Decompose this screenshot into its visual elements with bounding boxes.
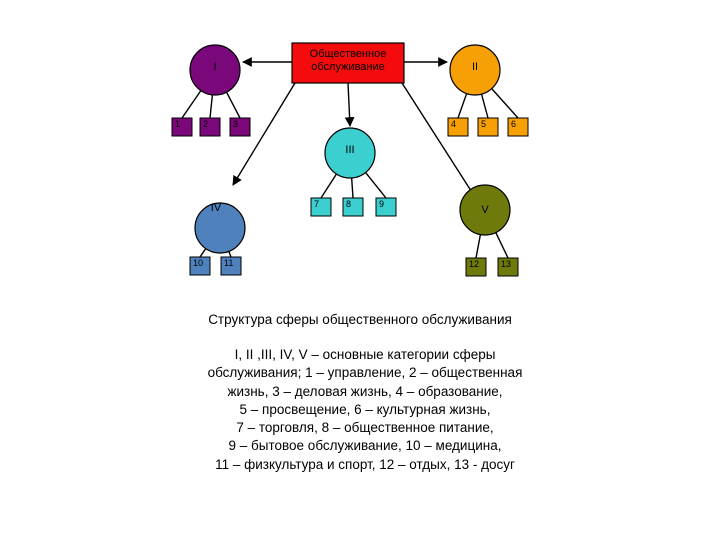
connector-III-7 — [320, 173, 338, 199]
leaf-label-12: 12 — [469, 259, 479, 269]
caption-title: Структура сферы общественного обслуживан… — [208, 312, 512, 327]
category-label-IV: IV — [211, 202, 222, 214]
connector-III-9 — [365, 172, 387, 199]
legend-line: 11 – физкультура и спорт, 12 – отдых, 13… — [215, 456, 515, 472]
leaf-node-10 — [189, 256, 211, 276]
connector-V-12 — [475, 234, 482, 259]
connector-I-1 — [181, 90, 202, 119]
leaf-node-7 — [310, 197, 332, 217]
category-node-IV — [194, 202, 246, 254]
leaf-node-8 — [342, 197, 364, 217]
leaf-node-12 — [465, 257, 487, 277]
category-node-V — [459, 184, 511, 236]
leaf-node-5 — [477, 117, 499, 137]
arrow-root-to-IV — [232, 82, 296, 186]
arrow-root-to-V — [401, 82, 476, 198]
legend-line: жизнь, 3 – деловая жизнь, 4 – образовани… — [227, 383, 503, 399]
category-node-III — [324, 127, 376, 179]
leaf-label-8: 8 — [346, 199, 351, 209]
legend-line: I, II ,III, IV, V – основные категории с… — [234, 347, 496, 362]
leaf-node-6 — [507, 117, 529, 137]
root-node-label-line2: обслуживание — [311, 61, 385, 73]
leaf-label-9: 9 — [379, 199, 384, 209]
legend-line: 7 – торговля, 8 – общественное питание, — [236, 420, 494, 436]
leaf-node-13 — [497, 257, 519, 277]
connector-II-5 — [480, 93, 489, 119]
category-label-III: III — [345, 144, 354, 156]
connector-I-3 — [225, 91, 241, 119]
connector-III-8 — [350, 177, 354, 199]
category-label-V: V — [481, 204, 489, 216]
leaf-label-11: 11 — [224, 258, 233, 268]
leaf-label-2: 2 — [203, 119, 208, 129]
legend-text: I, II ,III, IV, V – основные категории с… — [150, 346, 580, 474]
legend-line: обслуживания; 1 – управление, 2 – общест… — [207, 365, 523, 381]
leaf-node-9 — [375, 197, 397, 217]
leaf-label-4: 4 — [451, 119, 456, 129]
leaf-node-11 — [220, 256, 242, 276]
connector-I-2 — [209, 94, 214, 119]
connector-V-13 — [495, 232, 509, 259]
leaf-label-5: 5 — [481, 119, 486, 129]
connector-IV-10 — [199, 248, 207, 258]
leaf-label-6: 6 — [511, 119, 516, 129]
leaf-label-10: 10 — [193, 258, 203, 268]
arrow-root-to-III — [344, 82, 355, 127]
legend-line: 9 – бытовое обслуживание, 10 – медицина, — [228, 438, 502, 454]
category-label-II: II — [472, 61, 478, 73]
connector-lines — [181, 57, 519, 259]
leaf-node-2 — [199, 117, 221, 137]
connector-IV-11 — [228, 251, 232, 258]
category-label-I: I — [213, 61, 216, 73]
leaf-node-3 — [229, 117, 251, 137]
connector-II-4 — [457, 93, 468, 119]
root-node-label-line1: Общественное — [310, 48, 387, 60]
category-node-II — [449, 44, 501, 96]
leaf-label-1: 1 — [175, 119, 180, 129]
category-node-I — [189, 44, 241, 96]
leaf-node-4 — [447, 117, 469, 137]
leaf-label-7: 7 — [314, 199, 319, 209]
leaf-node-1 — [171, 117, 193, 137]
legend-line: 5 – просвещение, 6 – культурная жизнь, — [239, 401, 491, 417]
leaf-label-3: 3 — [233, 119, 238, 129]
root-node-box — [291, 42, 405, 84]
connector-II-6 — [491, 88, 519, 119]
leaf-label-13: 13 — [501, 259, 511, 269]
